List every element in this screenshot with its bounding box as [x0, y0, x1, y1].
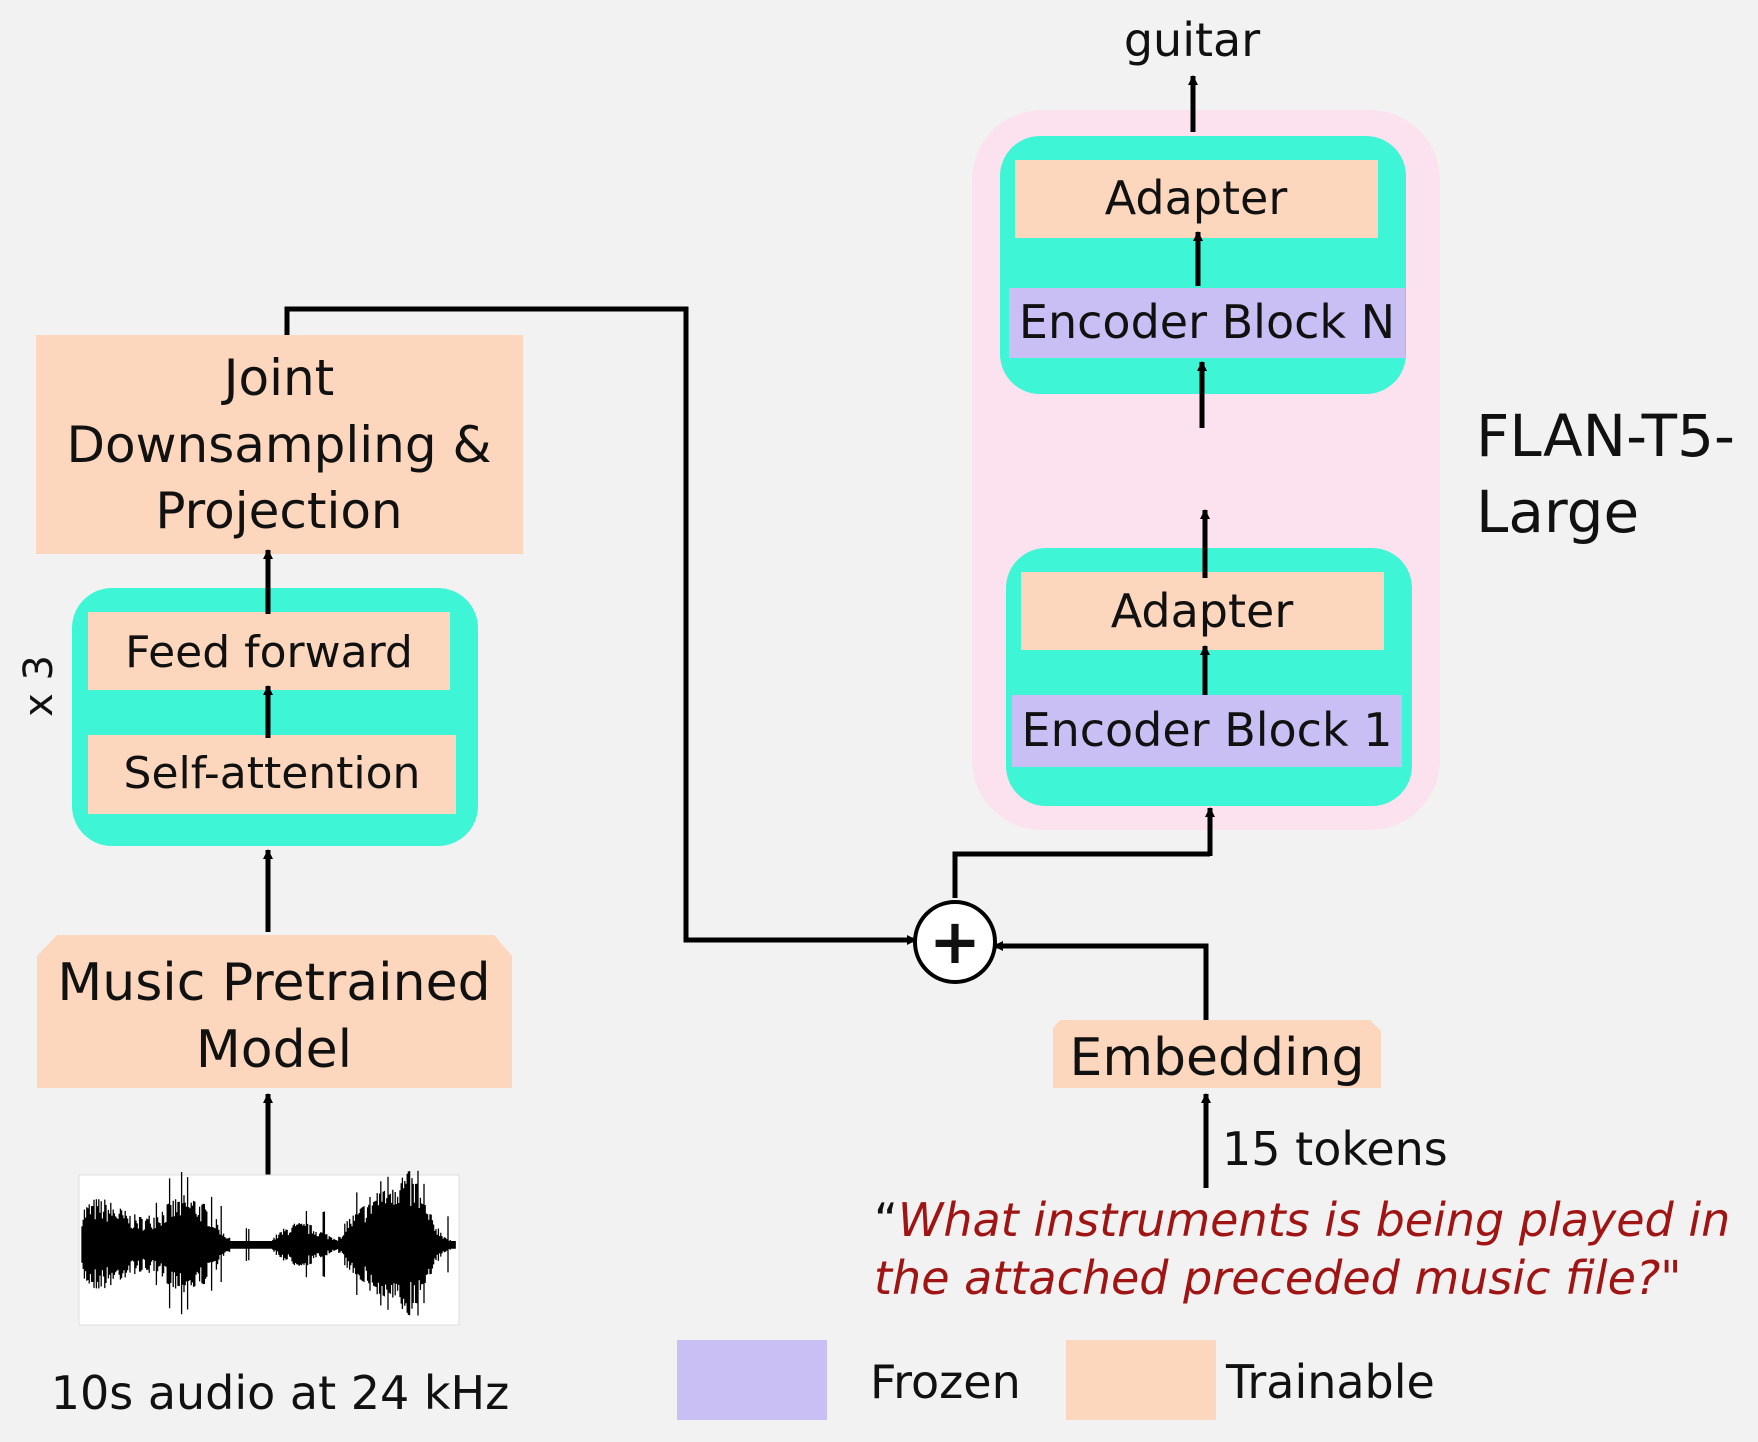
embedding-label: Embedding [1070, 1028, 1365, 1088]
waveform-lines [81, 1170, 456, 1316]
sum-symbol: + [929, 905, 981, 978]
waveform-path [81, 1170, 456, 1316]
legend-frozen-label: Frozen [870, 1355, 1021, 1409]
bottom-adapter-box [1021, 572, 1384, 650]
bottom-encoder-box [1012, 695, 1402, 767]
top-adapter-box [1015, 160, 1378, 238]
legend-trainable-label: Trainable [1225, 1355, 1435, 1409]
projection-line1: Joint [221, 349, 335, 407]
output-label: guitar [1124, 13, 1260, 67]
feed-forward-label: Feed forward [125, 627, 413, 678]
music-model-box [37, 935, 512, 1088]
bottom-adapter-label: Adapter [1111, 584, 1294, 638]
sum-node [913, 900, 997, 984]
tokens-label: 15 tokens [1222, 1122, 1448, 1176]
projection-to-sum-connector [284, 306, 917, 945]
top-encoder-box [1009, 288, 1405, 358]
audio-waveform [78, 1170, 460, 1326]
embedding-box [1053, 1020, 1381, 1088]
llm-name-line2: Large [1476, 478, 1639, 546]
legend-trainable-swatch [1066, 1340, 1216, 1420]
feed-forward-box [88, 612, 450, 690]
projection-line2: Downsampling & [67, 416, 492, 474]
bottom-encoder-label: Encoder Block 1 [1022, 703, 1393, 757]
llm-name-line1: FLAN-T5- [1476, 402, 1735, 470]
self-attention-box [88, 735, 456, 814]
audio-label: 10s audio at 24 kHz [51, 1366, 510, 1420]
prompt-open-quote: “ [874, 1193, 898, 1247]
self-attention-label: Self-attention [124, 748, 421, 799]
sum-to-llm-connector [952, 851, 1210, 898]
projection-box [36, 335, 523, 554]
embedding-to-sum-connector [993, 941, 1209, 1020]
prompt-line2: the attached preceded music file?" [874, 1251, 1681, 1305]
music-model-line1: Music Pretrained [57, 953, 490, 1013]
prompt-line1-text: What instruments is being played in [898, 1193, 1730, 1247]
top-adapter-label: Adapter [1105, 171, 1288, 225]
legend-frozen-swatch [677, 1340, 827, 1420]
music-model-line2: Model [196, 1020, 352, 1080]
repeat-label: x 3 [16, 655, 62, 717]
prompt-line1: “What instruments is being played in [874, 1193, 1730, 1247]
top-encoder-label: Encoder Block N [1019, 295, 1395, 349]
projection-line3: Projection [155, 482, 402, 540]
